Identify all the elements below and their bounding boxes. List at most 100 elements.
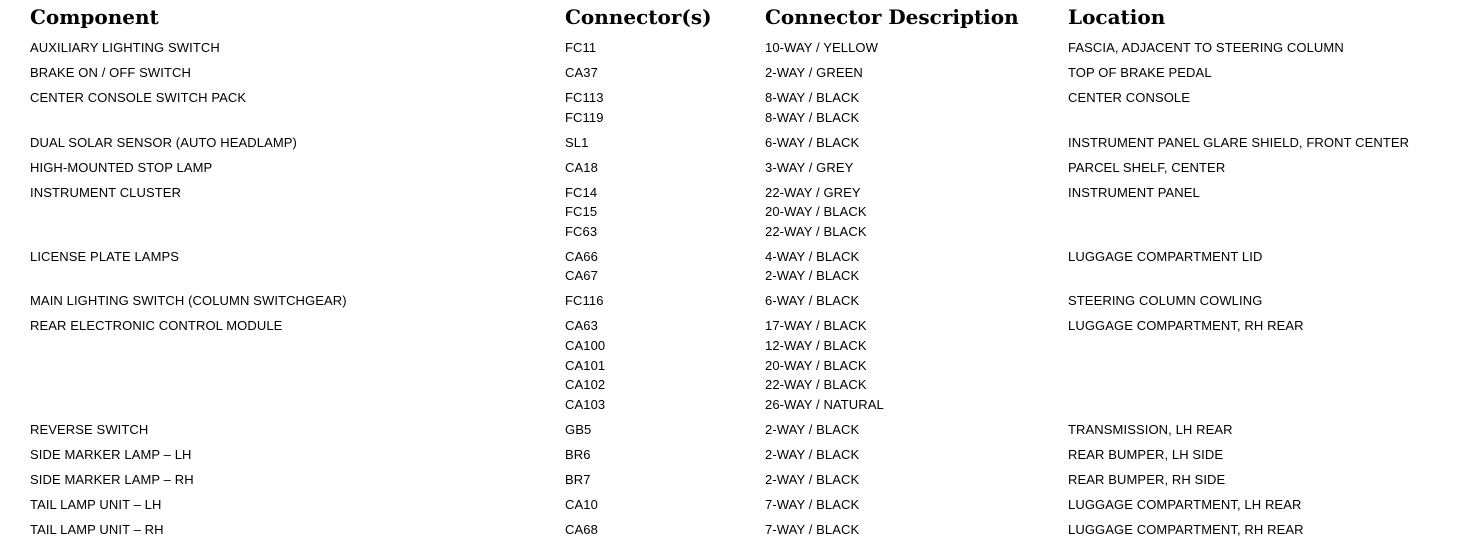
connector-id: CA67 — [565, 268, 598, 284]
connector-id: CA37 — [565, 65, 598, 80]
location-cell: TOP OF BRAKE PEDAL — [1068, 65, 1212, 80]
connector-id: CA103 — [565, 396, 606, 412]
connector-description: 2-WAY / GREEN — [765, 65, 863, 80]
location-cell: FASCIA, ADJACENT TO STEERING COLUMN — [1068, 40, 1344, 55]
connector-id: CA68 — [565, 521, 598, 537]
table-header: Component Connector(s) Connector Descrip… — [0, 4, 1472, 32]
description-cell: 6-WAY / BLACK — [765, 291, 859, 311]
description-cell: 17-WAY / BLACK 12-WAY / BLACK 20-WAY / BLA… — [765, 316, 884, 414]
connectors-cell: FC11 — [565, 38, 596, 58]
connector-description: 6-WAY / BLACK — [765, 293, 860, 309]
component-cell: MAIN LIGHTING SWITCH (COLUMN SWITCHGEAR) — [30, 293, 347, 309]
location-cell: REAR BUMPER, LH SIDE — [1068, 446, 1224, 462]
component-cell: AUXILIARY LIGHTING SWITCH — [30, 40, 220, 55]
connectors-cell: CA18 — [565, 158, 598, 178]
description-cell: 7-WAY / BLACK — [765, 495, 859, 515]
location-cell: INSTRUMENT PANEL — [1068, 184, 1200, 200]
table-row: SIDE MARKER LAMP – RH BR7 2-WAY / BLACK REA… — [0, 470, 1472, 495]
description-cell: 7-WAY / BLACK — [765, 520, 859, 540]
component-cell: SIDE MARKER LAMP – RH — [30, 471, 194, 487]
connector-description: 6-WAY / BLACK — [765, 134, 860, 150]
connectors-cell: FC116 — [565, 291, 604, 311]
table-row: REVERSE SWITCH GB5 2-WAY / BLACK TRANSMISSI… — [0, 420, 1472, 445]
component-cell: HIGH-MOUNTED STOP LAMP — [30, 159, 213, 175]
connectors-cell: CA68 — [565, 520, 598, 540]
connector-id: BR7 — [565, 471, 591, 487]
connector-description: 12-WAY / BLACK — [765, 337, 867, 353]
connectors-cell: SL1 — [565, 133, 588, 153]
component-cell: DUAL SOLAR SENSOR (AUTO HEADLAMP) — [30, 134, 297, 150]
connector-id: SL1 — [565, 134, 589, 150]
location-cell: LUGGAGE COMPARTMENT LID — [1068, 248, 1263, 264]
connector-description: 3-WAY / GREY — [765, 159, 854, 175]
connector-id: GB5 — [565, 421, 592, 437]
connector-id: FC15 — [565, 204, 598, 220]
location-cell: LUGGAGE COMPARTMENT, RH REAR — [1068, 521, 1304, 537]
component-cell: LICENSE PLATE LAMPS — [30, 248, 180, 264]
connector-description: 22-WAY / BLACK — [765, 377, 867, 393]
location-cell: REAR BUMPER, RH SIDE — [1068, 471, 1226, 487]
description-cell: 8-WAY / BLACK 8-WAY / BLACK — [765, 88, 859, 127]
table-row: MAIN LIGHTING SWITCH (COLUMN SWITCHGEAR)… — [0, 291, 1472, 316]
header-component: Component — [30, 5, 159, 29]
connectors-cell: GB5 — [565, 420, 591, 440]
connector-description: 8-WAY / BLACK — [765, 109, 860, 125]
connector-description: 22-WAY / BLACK — [765, 223, 867, 239]
connectors-cell: BR7 — [565, 470, 591, 490]
connector-description: 2-WAY / BLACK — [765, 421, 860, 437]
header-location: Location — [1068, 5, 1166, 29]
connector-description: 20-WAY / BLACK — [765, 357, 867, 373]
description-cell: 2-WAY / GREEN — [765, 63, 863, 83]
connectors-cell: CA37 — [565, 63, 598, 83]
header-connectors: Connector(s) — [565, 5, 712, 29]
header-description: Connector Description — [765, 5, 1019, 29]
table-body: AUXILIARY LIGHTING SWITCH FC11 10-WAY / YE… — [0, 38, 1472, 545]
connector-description: 8-WAY / BLACK — [765, 90, 860, 105]
table-row: TAIL LAMP UNIT – RH CA68 7-WAY / BLACK LUGG… — [0, 520, 1472, 545]
location-cell: LUGGAGE COMPARTMENT, RH REAR — [1068, 318, 1304, 334]
connector-description: 22-WAY / GREY — [765, 184, 861, 200]
connector-id: FC113 — [565, 90, 604, 105]
location-cell: LUGGAGE COMPARTMENT, LH REAR — [1068, 496, 1302, 512]
connector-id: CA63 — [565, 318, 598, 334]
component-cell: TAIL LAMP UNIT – RH — [30, 521, 164, 537]
connectors-cell: BR6 — [565, 445, 591, 465]
connector-description: 7-WAY / BLACK — [765, 496, 860, 512]
component-cell: REAR ELECTRONIC CONTROL MODULE — [30, 318, 283, 334]
connector-description: 26-WAY / NATURAL — [765, 396, 884, 412]
connector-description: 10-WAY / YELLOW — [765, 40, 879, 55]
connector-id: FC119 — [565, 109, 604, 125]
location-cell: CENTER CONSOLE — [1068, 90, 1191, 105]
connector-id: FC11 — [565, 40, 597, 55]
component-cell: INSTRUMENT CLUSTER — [30, 184, 182, 200]
component-cell: REVERSE SWITCH — [30, 421, 149, 437]
connector-description: 2-WAY / BLACK — [765, 471, 860, 487]
description-cell: 3-WAY / GREY — [765, 158, 853, 178]
connector-id: CA101 — [565, 357, 606, 373]
description-cell: 6-WAY / BLACK — [765, 133, 859, 153]
description-cell: 2-WAY / BLACK — [765, 470, 859, 490]
connector-id: CA66 — [565, 248, 598, 264]
connector-id: CA102 — [565, 377, 606, 393]
connector-id: CA18 — [565, 159, 598, 175]
location-cell: STEERING COLUMN COWLING — [1068, 293, 1263, 309]
connector-id: FC14 — [565, 184, 598, 200]
connector-description: 2-WAY / BLACK — [765, 268, 860, 284]
connector-description: 20-WAY / BLACK — [765, 204, 867, 220]
component-cell: BRAKE ON / OFF SWITCH — [30, 65, 191, 80]
connector-id: CA100 — [565, 337, 606, 353]
connector-id: BR6 — [565, 446, 591, 462]
description-cell: 2-WAY / BLACK — [765, 420, 859, 440]
connector-description: 17-WAY / BLACK — [765, 318, 867, 334]
table-row: BRAKE ON / OFF SWITCH CA37 2-WAY / GREEN TO… — [0, 63, 1472, 88]
location-cell: INSTRUMENT PANEL GLARE SHIELD, FRONT CEN… — [1068, 134, 1410, 150]
location-cell: TRANSMISSION, LH REAR — [1068, 421, 1233, 437]
component-cell: TAIL LAMP UNIT – LH — [30, 496, 162, 512]
